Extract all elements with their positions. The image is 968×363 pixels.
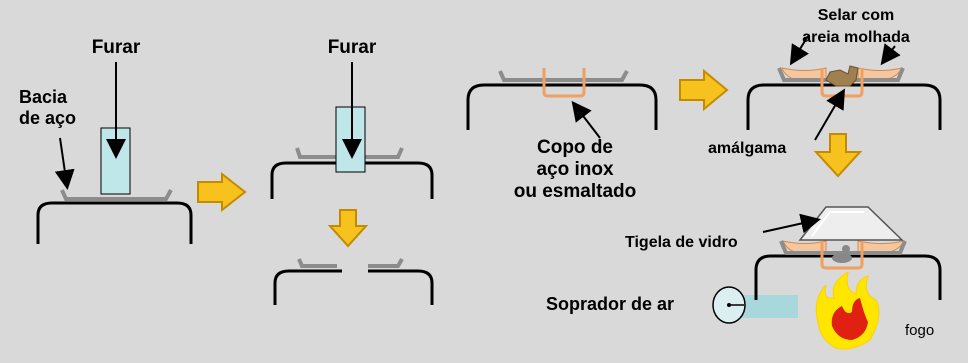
step4-group: Selar com areia molhada amálgama (708, 7, 942, 178)
arrow-down-icon (813, 133, 863, 178)
cup (542, 68, 586, 98)
mercury-drops (832, 253, 852, 263)
bowl-label-line1: Bacia (19, 87, 68, 107)
steel-bowl (60, 189, 173, 201)
step1-group: Furar Bacia de aço (19, 37, 193, 244)
drill-label: Furar (92, 37, 141, 58)
blower-label: Soprador de ar (546, 294, 674, 314)
blower-icon (712, 286, 746, 324)
arrow-down-icon (327, 209, 369, 248)
fire-label: fogo (905, 322, 934, 339)
table-outline-drilled (273, 269, 434, 305)
cup-pointer (571, 100, 601, 139)
steel-bowl (779, 240, 907, 255)
table-outline (746, 83, 942, 130)
steel-bowl (498, 70, 629, 82)
seal-label-line2: areia molhada (802, 29, 910, 46)
arrow-right-icon (197, 171, 247, 213)
steel-bowl-drilled (297, 258, 404, 268)
arrow-right-icon (679, 68, 729, 112)
amalgam (825, 65, 859, 87)
amalgam-label: amálgama (708, 140, 786, 157)
step5-group: Tigela de vidro Soprador de ar fogo (546, 206, 942, 350)
seal-pointer-left (789, 35, 809, 66)
seal-pointer-right (880, 43, 901, 66)
table-outline (36, 201, 193, 244)
drill-bit (335, 106, 366, 173)
glass-label: Tigela de vidro (625, 234, 738, 251)
fire-icon (815, 271, 880, 350)
cup (820, 241, 864, 270)
step3-group: Copo de aço inox ou esmaltado (466, 68, 658, 202)
glass-pointer (762, 213, 821, 234)
cup-label-line3: ou esmaltado (514, 181, 636, 202)
cup-label-line1: Copo de (537, 137, 613, 158)
table-outline (466, 83, 658, 130)
mercury-drop (842, 245, 850, 253)
seal-label-line1: Selar com (818, 7, 894, 24)
amalgam-pointer (814, 88, 846, 141)
bowl-label-line2: de aço (19, 108, 76, 128)
drill-label: Furar (328, 37, 377, 58)
bowl-pointer (54, 137, 75, 190)
step2-group: Furar (270, 37, 434, 305)
cup-label-line2: aço inox (536, 159, 614, 180)
